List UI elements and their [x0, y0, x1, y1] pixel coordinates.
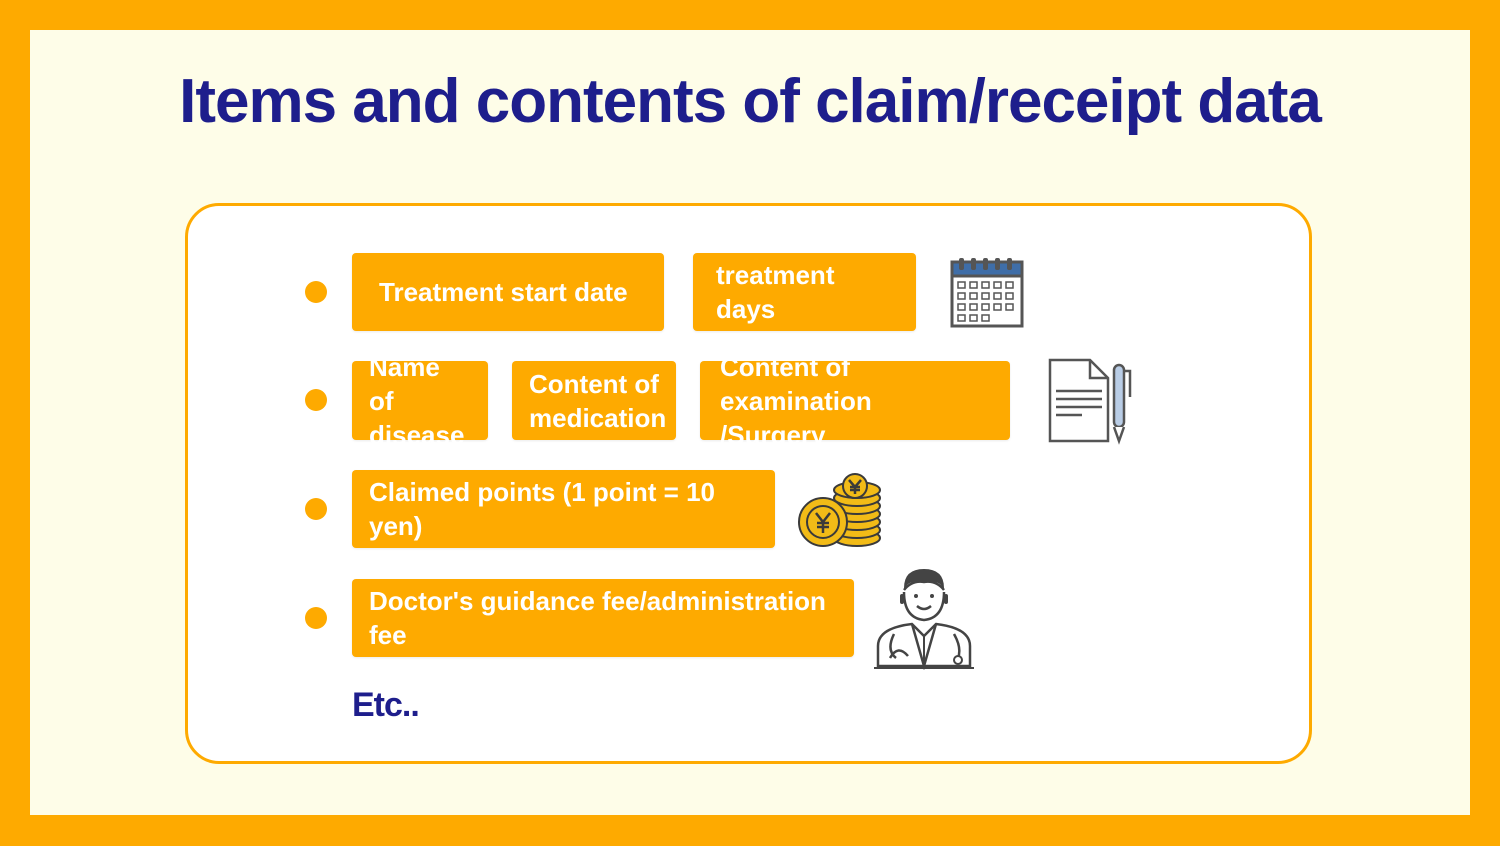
calendar-icon — [950, 258, 1024, 328]
tag-content-of-medication: Content of medication — [512, 361, 676, 440]
bullet-dot — [305, 607, 327, 629]
bullet-dot — [305, 498, 327, 520]
etc-label: Etc.. — [352, 686, 420, 724]
yen-coins-icon — [798, 473, 881, 547]
doctor-icon — [874, 568, 974, 670]
tag-claimed-points: Claimed points (1 point = 10 yen) — [352, 470, 775, 548]
bullet-dot — [305, 389, 327, 411]
tag-treatment-days: treatment days — [693, 253, 916, 331]
document-pen-icon — [1048, 358, 1132, 445]
tag-treatment-start-date: Treatment start date — [352, 253, 664, 331]
tag-name-of-disease: Name of disease — [352, 352, 488, 450]
tag-doctors-guidance-fee: Doctor's guidance fee/administration fee — [352, 579, 854, 657]
slide-title: Items and contents of claim/receipt data — [179, 67, 1322, 136]
tag-content-of-examination-surgery: Content of examination /Surgery — [700, 352, 1010, 450]
bullet-dot — [305, 281, 327, 303]
